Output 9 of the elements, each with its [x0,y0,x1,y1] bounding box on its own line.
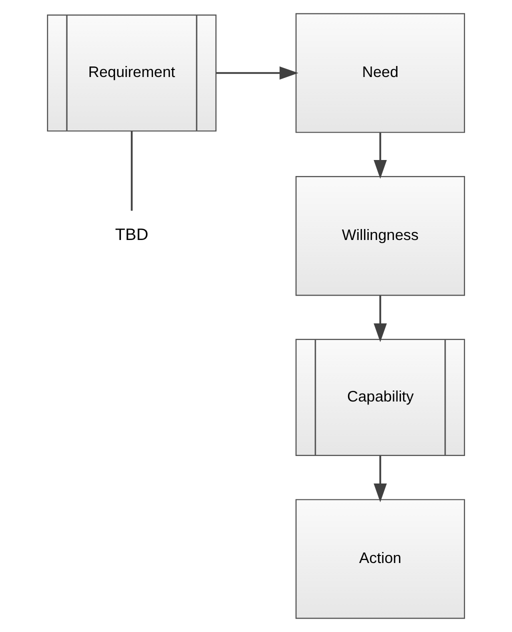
node-box: Action [295,499,466,619]
node-box: Need [295,13,466,133]
arrow [216,66,298,80]
node-box: Willingness [295,176,466,296]
arrow [374,456,387,502]
node-text: TBD [115,225,148,244]
arrow [374,296,387,342]
arrow [374,132,387,179]
connector [130,131,133,211]
